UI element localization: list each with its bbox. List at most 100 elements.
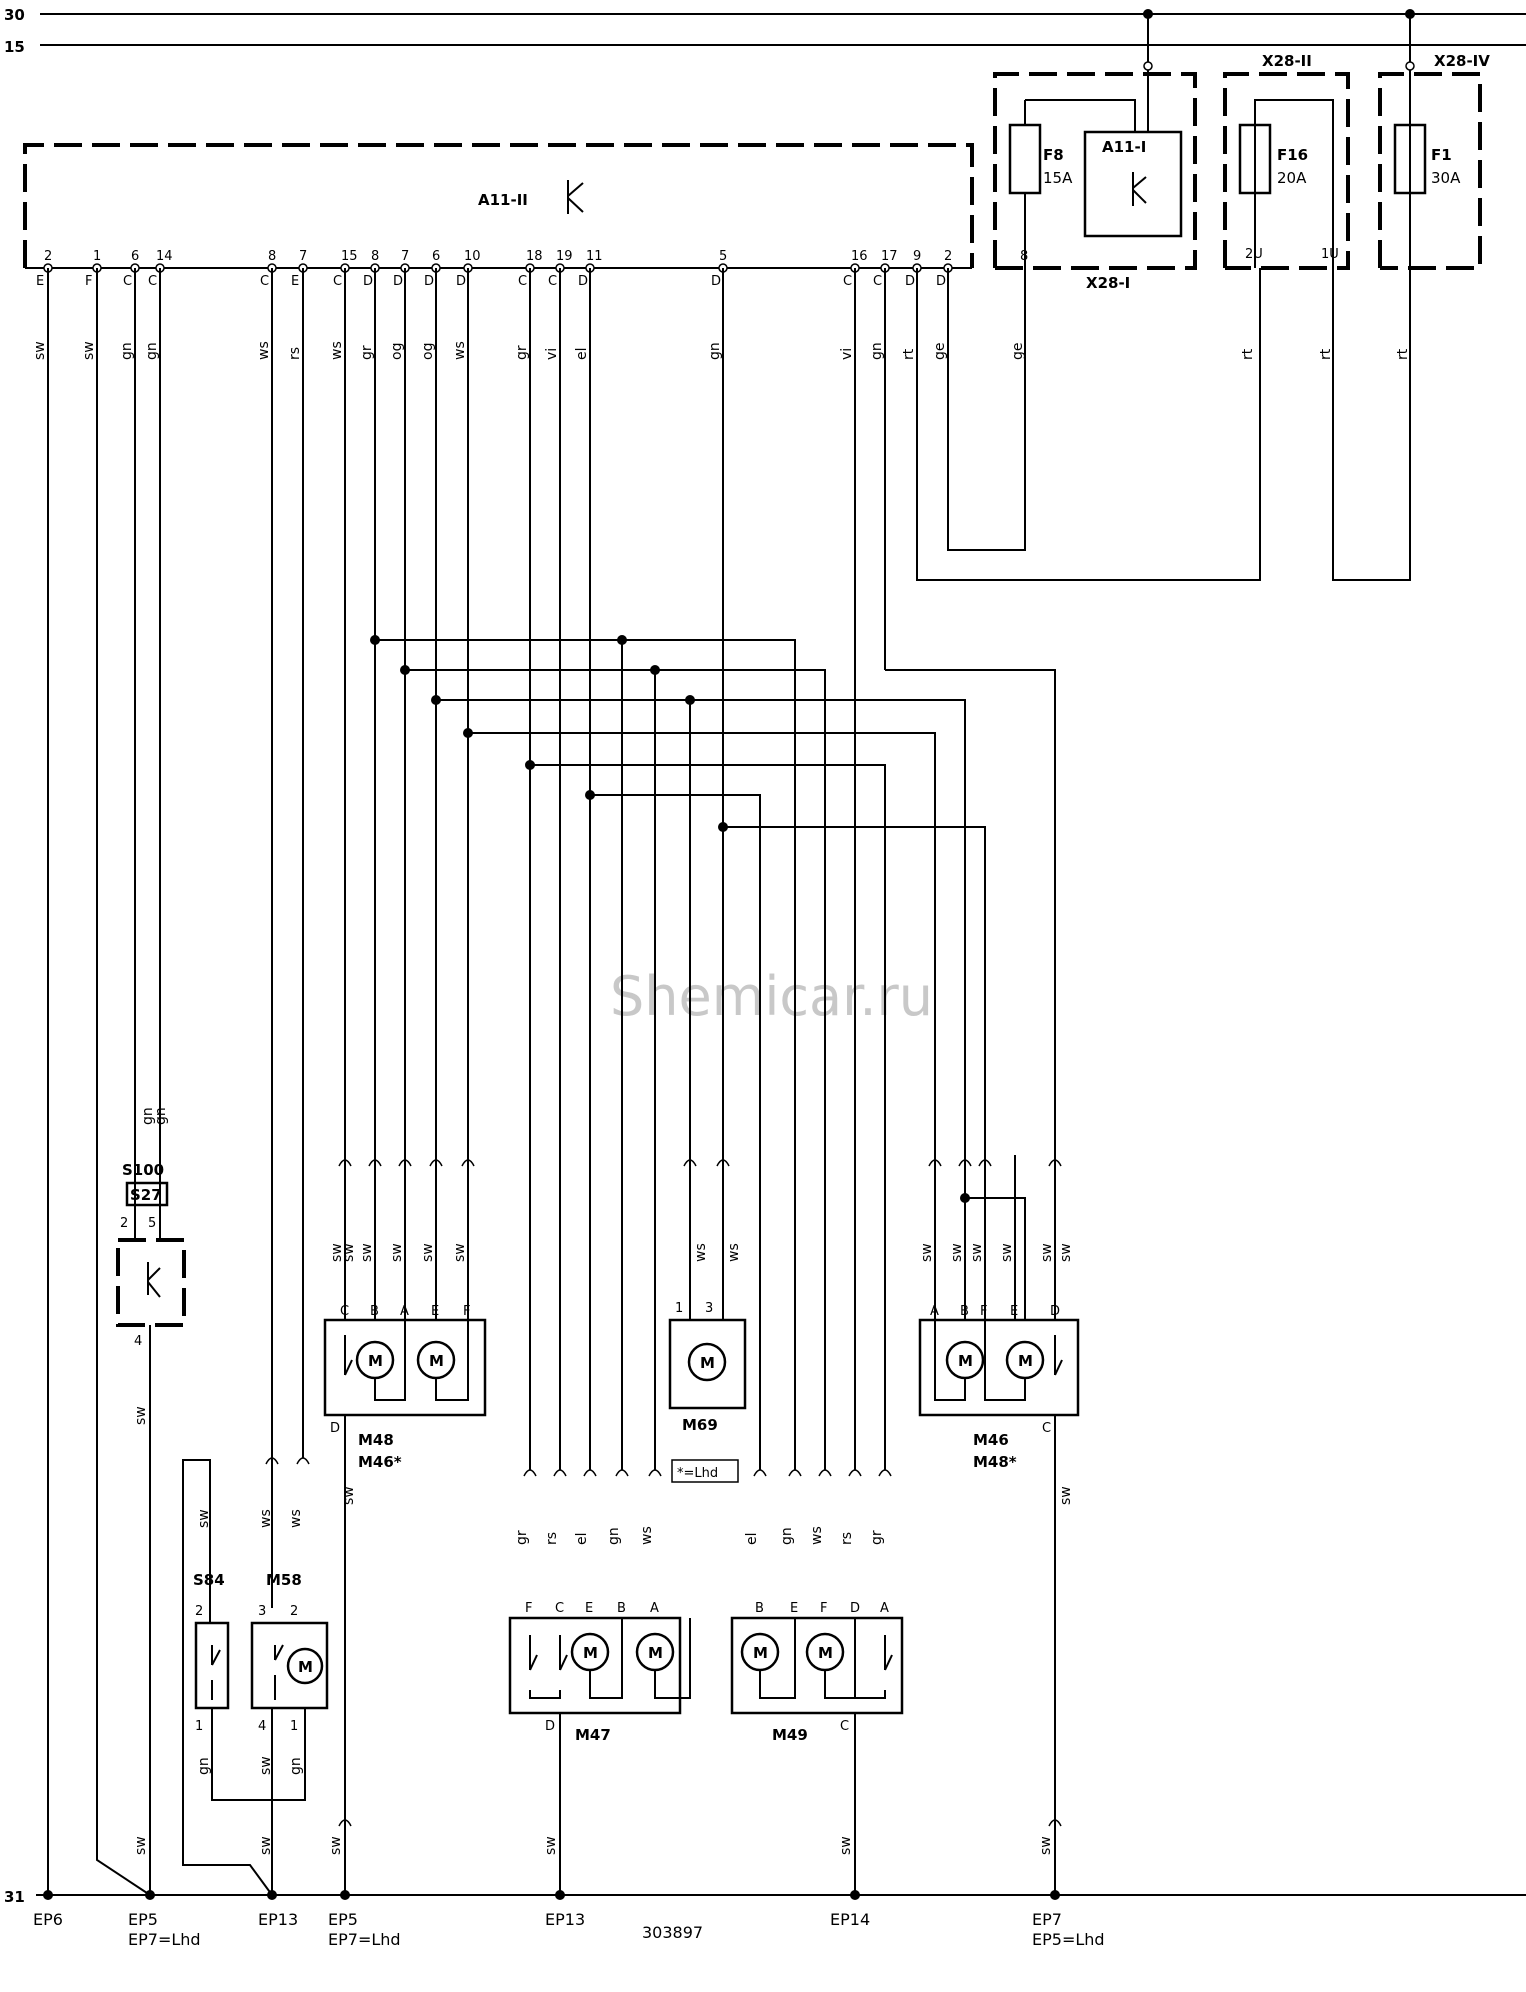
pin-connector-letter: D [578,274,588,289]
switch-s100: S100 S27 2 5 4 [116,1161,186,1900]
svg-text:D: D [545,1719,555,1734]
wire-break-mark [338,1819,352,1827]
svg-text:M: M [1018,1352,1033,1370]
wire-colour: ge [932,343,948,361]
pin-number: 2 [44,249,52,264]
svg-text:EP14: EP14 [830,1910,870,1929]
motor-m69: M M69 1 3 *=Lhd [668,1301,747,1483]
svg-text:4: 4 [258,1719,266,1734]
pin-connector-letter: D [711,274,721,289]
svg-text:C: C [840,1719,849,1734]
svg-text:8: 8 [1020,249,1028,264]
svg-text:30A: 30A [1431,169,1461,187]
svg-text:15A: 15A [1043,169,1073,187]
wire-colour: rs [839,1532,855,1545]
pin-connector-letter: C [333,274,342,289]
wire-colour: sw [1039,1243,1055,1262]
module-x28-i: X28-I A11-I F8 15A 8 [993,9,1197,292]
svg-text:sw: sw [1058,1243,1074,1262]
motor-m46: M M M46 M48* C [918,1318,1080,1900]
svg-text:3: 3 [258,1604,266,1619]
ground-labels: EP6 EP5 EP7=Lhd EP13 EP5 EP7=Lhd EP13 30… [33,1910,1105,1949]
component-pin-label: B [960,1304,969,1319]
wire-colour: sw [389,1243,405,1262]
svg-text:X28-I: X28-I [1086,274,1130,292]
svg-text:S27: S27 [130,1186,162,1204]
wire-break-mark [788,1469,802,1477]
pin-number: 11 [586,249,603,264]
svg-text:A11-II: A11-II [478,191,528,209]
svg-text:sw: sw [258,1836,274,1855]
svg-text:5: 5 [148,1216,156,1231]
wire-colour: ws [809,1526,825,1545]
pin-number: 9 [913,249,921,264]
svg-text:X28-II: X28-II [1262,52,1312,70]
svg-text:EP7=Lhd: EP7=Lhd [328,1930,401,1949]
svg-text:F8: F8 [1043,146,1064,164]
component-pin-label: A [650,1601,659,1616]
svg-text:EP6: EP6 [33,1910,63,1929]
svg-text:rt: rt [1240,348,1256,360]
wire-break-mark [753,1469,767,1477]
svg-text:M46*: M46* [358,1453,402,1471]
svg-text:*=Lhd: *=Lhd [677,1466,718,1481]
svg-text:rt: rt [1318,348,1334,360]
wire-colour: el [574,1532,590,1545]
wire-break-mark [398,1159,412,1167]
svg-text:EP13: EP13 [545,1910,585,1929]
component-pin-label: E [790,1601,798,1616]
wire-break-mark [648,1469,662,1477]
svg-text:303897: 303897 [642,1923,703,1942]
wire-break-mark [296,1457,310,1465]
svg-text:ws: ws [288,1509,304,1528]
svg-text:A11-I: A11-I [1102,138,1146,156]
wire-break-mark [878,1469,892,1477]
wire-harness [47,268,1411,1896]
svg-text:1U: 1U [1321,247,1339,262]
pin-number: 17 [881,249,898,264]
pin-number: 6 [432,249,440,264]
svg-text:M: M [818,1644,833,1662]
module-a11-ii: A11-II [23,143,974,268]
wire-break-mark [818,1469,832,1477]
pin-connector-letter: C [260,274,269,289]
svg-text:M: M [958,1352,973,1370]
pin-connector-letter: C [548,274,557,289]
wire-colour: vi [544,348,560,360]
svg-text:sw: sw [196,1509,212,1528]
wire-colour: og [389,343,405,360]
component-pin-label: F [820,1601,827,1616]
wire-break-mark [683,1159,697,1167]
svg-text:M: M [700,1354,715,1372]
pin-number: 16 [851,249,868,264]
svg-text:EP5: EP5 [128,1910,158,1929]
svg-text:M: M [298,1658,313,1676]
pin-connector-letter: D [363,274,373,289]
svg-text:M: M [583,1644,598,1662]
component-pin-label: B [370,1304,379,1319]
pin-number: 15 [341,249,358,264]
component-pin-label: B [755,1601,764,1616]
wire-colour: ws [452,341,468,360]
svg-text:ws: ws [693,1243,709,1262]
pin-number: 8 [268,249,276,264]
transistor-icon [1132,172,1147,206]
component-pin-label: B [617,1601,626,1616]
wire-colour: rt [901,348,917,360]
wire-colour: gn [606,1527,622,1545]
svg-text:M47: M47 [575,1726,611,1744]
switch-s84: S84 2 1 [182,1459,306,1896]
wire-break-mark [523,1469,537,1477]
pin-connector-letter: C [843,274,852,289]
component-pin-label: E [585,1601,593,1616]
wire-colour: gn [779,1527,795,1545]
svg-text:sw: sw [1038,1836,1054,1855]
svg-text:31: 31 [4,1888,25,1906]
svg-text:sw: sw [341,1486,357,1505]
svg-text:2U: 2U [1245,247,1263,262]
wire-colour: gr [359,345,375,360]
motor-m47: M M M47 D [508,1616,691,1900]
svg-text:rt: rt [1395,348,1411,360]
